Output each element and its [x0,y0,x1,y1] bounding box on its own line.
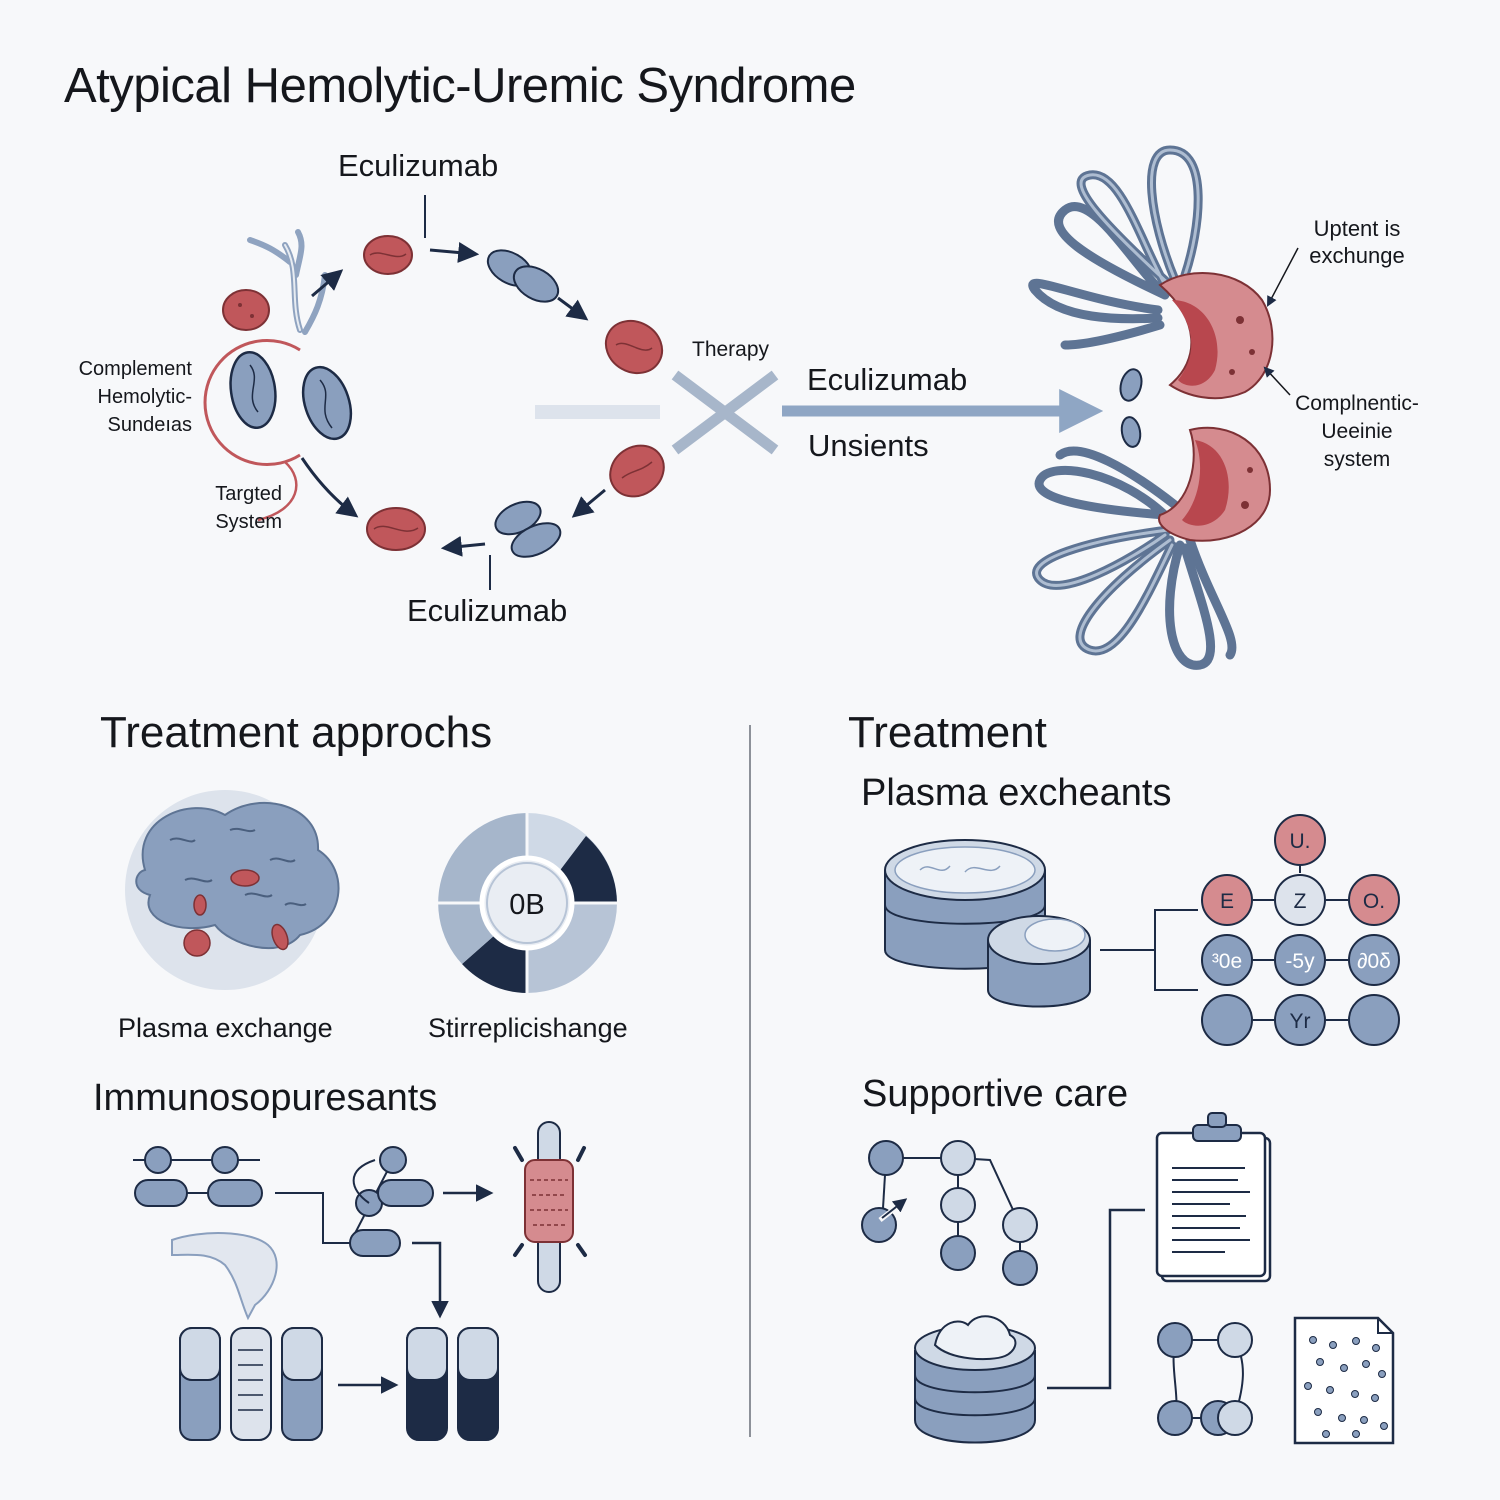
cycle-arrow [557,296,589,321]
kidney-upper-line: Uptent is [1313,216,1401,241]
donut-center-label: 0B [509,889,544,921]
kidney-upper-line: exchunge [1309,243,1405,268]
kidney-lower-label: Complnentic- Ueeinie system [1282,390,1432,474]
blue-cell [229,350,277,430]
treatment-approaches-heading: Treatment approchs [100,708,493,757]
cycle-arrow [440,535,486,557]
grid-node [1274,814,1326,866]
red-blood-cell [222,289,270,331]
grid-node [1201,994,1253,1046]
supportive-care-heading: Supportive care [862,1073,1129,1115]
blue-cell-pair [494,500,562,558]
complement-label-line: Hemolytic- [97,386,192,408]
donut-chart-icon: 0B [437,813,617,993]
immunosuppressant-pathway [133,1121,587,1441]
targeted-label-line: Targted [215,483,282,505]
plasma-container-icon [884,839,1198,1008]
plasma-exchange-label: Plasma exchange [118,1013,333,1043]
donut-label: Stirreplicishange [428,1013,628,1043]
cell-cycle [203,195,665,590]
glomerular-tuft-upper [1158,272,1274,400]
glomerular-tuft-lower [1158,426,1272,542]
kidney-lower-line: Complnentic- [1295,392,1419,415]
glomerulus-illustration [1028,145,1299,670]
red-blood-cell [604,319,664,375]
arrow-top-label: Eculizumab [807,362,968,397]
grid-node-label: -5y [1285,950,1315,973]
grid-node [1201,934,1253,986]
blue-cell-pair [486,249,560,303]
section-divider [749,725,751,1437]
grid-node [1274,874,1326,926]
plasma-exchange-subheading: Plasma excheants [861,772,1172,814]
blue-cell [301,365,353,441]
complement-label: Complement Hemolytic- Sundeıas [62,355,192,439]
red-blood-cell [609,444,665,498]
grid-node-label: Z [1294,890,1307,913]
cycle-arrow [300,457,359,518]
grid-node-label: E [1220,890,1234,913]
upper-pointer [1267,247,1299,307]
arrow-bottom-label: Unsients [808,428,929,463]
kidney-lower-line: Ueeinie [1321,420,1393,443]
grid-node [1348,874,1400,926]
targeted-label-line: System [215,511,282,533]
grid-node-label: ∂0δ [1357,950,1391,973]
grid-node-label: ³0e [1212,950,1242,973]
red-blood-cell [366,507,426,551]
cycle-arrow [429,242,480,263]
grid-node-label: Yr [1290,1010,1311,1033]
red-blood-cell [363,235,413,275]
plasma-exchange-illustration [125,790,340,990]
cycle-bottom-label: Eculizumab [407,593,568,628]
grid-node [1274,994,1326,1046]
blue-cell [1120,416,1142,448]
grid-node-label: U. [1290,830,1311,853]
kidney-lower-line: system [1323,448,1391,471]
supportive-care-illustration [861,1112,1395,1445]
immunosuppressants-heading: Immunosopuresants [93,1077,438,1119]
complement-ring [203,339,301,466]
blue-cell [1119,368,1143,402]
grid-node-label: O. [1363,890,1385,913]
grid-node [1348,994,1400,1046]
lower-pointer [1263,366,1291,396]
cycle-arrow [311,269,344,298]
grid-node [1274,934,1326,986]
cycle-top-label: Eculizumab [338,148,499,183]
grid-node [1201,874,1253,926]
targeted-system-label: Targted System [160,480,282,536]
cycle-arrow [571,488,606,518]
complement-label-line: Complement [78,358,192,380]
therapy-block-icon [535,370,779,455]
therapy-label: Therapy [692,338,770,361]
kidney-upper-label: Uptent is exchunge [1292,215,1422,269]
treatment-heading: Treatment [848,708,1047,757]
diagram-title: Atypical Hemolytic-Uremic Syndrome [64,59,856,113]
targeted-pointer [257,461,298,522]
complement-label-line: Sundeıas [107,414,192,436]
grid-node [1348,934,1400,986]
